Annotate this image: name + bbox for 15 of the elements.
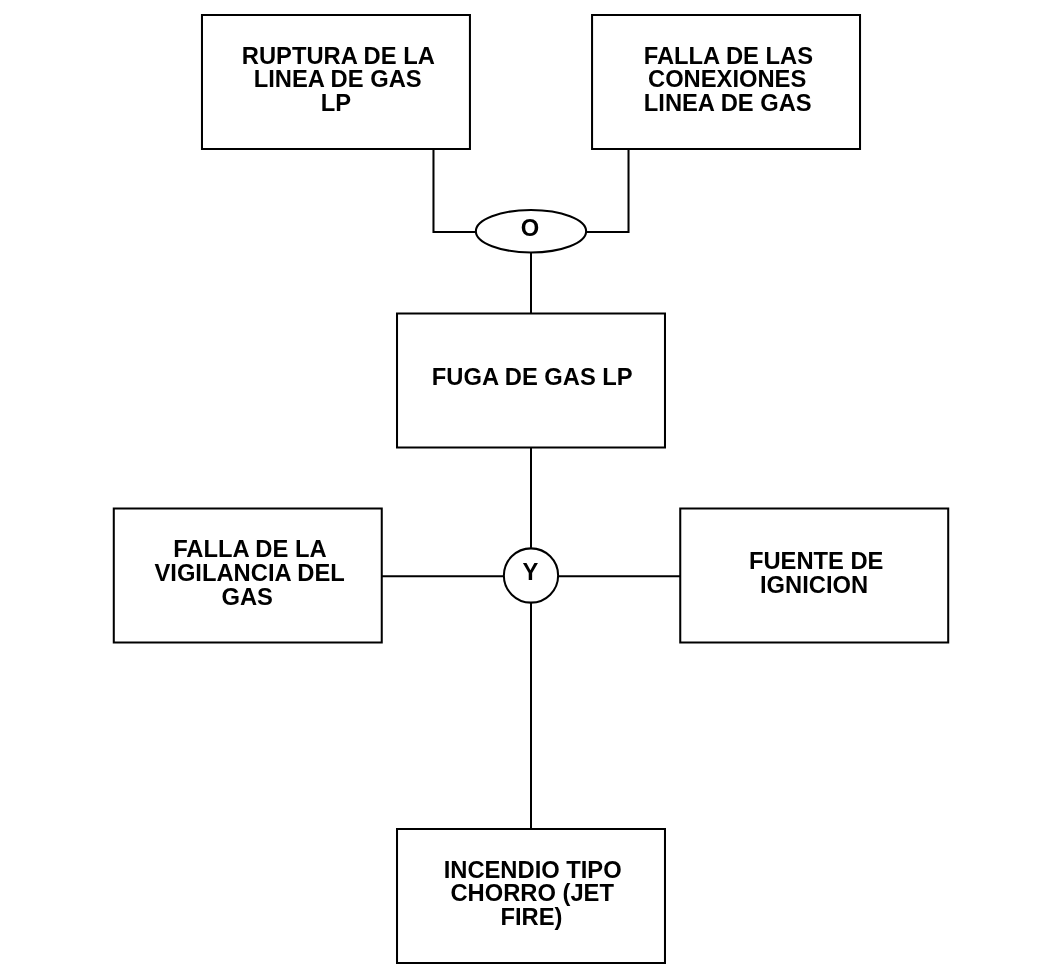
node-circle: Y [502, 547, 559, 604]
connector [529, 252, 532, 314]
node-box: FUGA DE GAS LP [395, 312, 666, 449]
node-box: FALLA DE LAS CONEXIONES LINEA DE GAS [590, 13, 861, 150]
connector [381, 575, 504, 578]
connector [529, 447, 532, 548]
node-ellipse: O [474, 209, 587, 254]
node-box: FALLA DE LA VIGILANCIA DEL GAS [112, 507, 383, 644]
node-box: INCENDIO TIPO CHORRO (JET FIRE) [395, 828, 666, 965]
node-box: RUPTURA DE LA LINEA DE GAS LP [200, 13, 471, 150]
node-box: FUENTE DE IGNICION [678, 507, 949, 644]
connector [586, 149, 630, 234]
connector [529, 602, 532, 829]
connector [557, 575, 680, 578]
connector [431, 149, 475, 234]
